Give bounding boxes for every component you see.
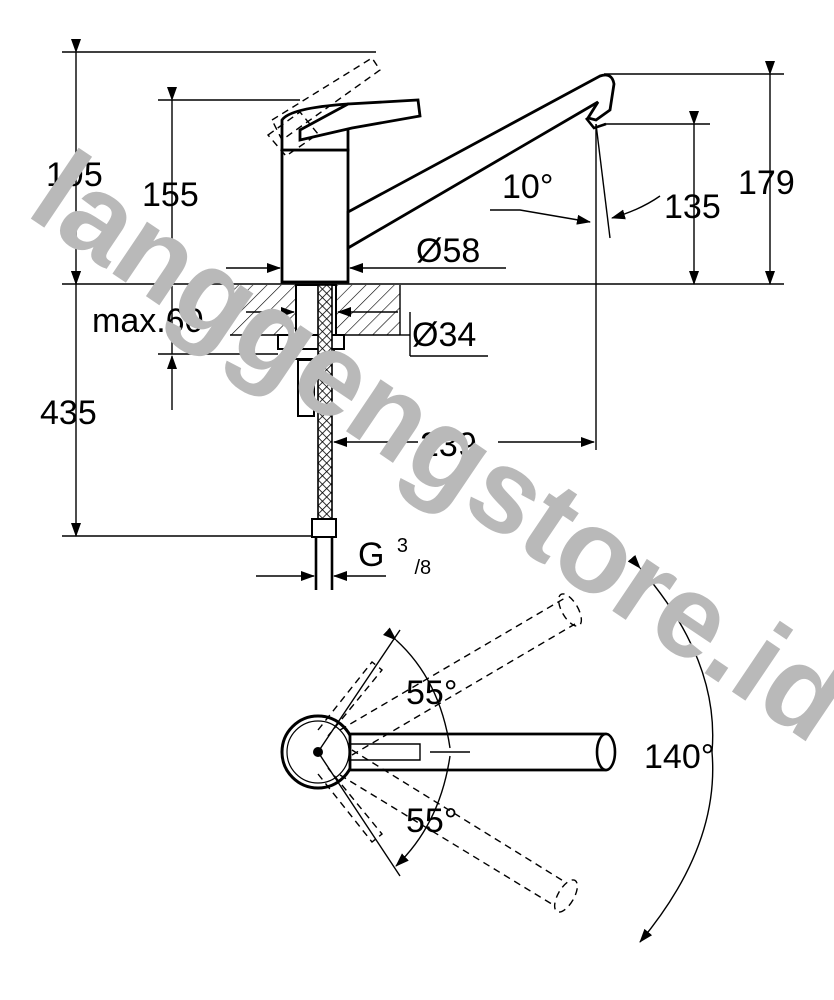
dim-239: 239 xyxy=(420,426,477,464)
lever-raised-outline xyxy=(271,57,381,142)
dim-135: 135 xyxy=(664,188,721,226)
dim-435: 435 xyxy=(40,394,97,432)
spout-top xyxy=(348,732,616,772)
dim-195: 195 xyxy=(46,156,103,194)
faucet-body xyxy=(280,148,350,284)
dim-max-60: max.60 xyxy=(92,302,204,340)
dim-34-diameter: Ø34 xyxy=(412,316,476,354)
angle-55-upper: 55° xyxy=(406,674,457,712)
lever-handle xyxy=(298,98,422,142)
spout xyxy=(346,73,616,251)
side-view xyxy=(62,39,784,590)
dim-155: 155 xyxy=(142,176,199,214)
angle-55-lower: 55° xyxy=(406,802,457,840)
supply-connector xyxy=(297,359,315,417)
dim-10-deg: 10° xyxy=(502,168,553,206)
hose-nut xyxy=(311,518,337,538)
thread-label: G 3 /8 xyxy=(358,535,431,579)
angle-140: 140° xyxy=(644,738,714,776)
plan-view xyxy=(280,554,714,943)
aerator xyxy=(584,117,607,130)
dim-58-diameter: Ø58 xyxy=(416,232,480,270)
dim-179: 179 xyxy=(738,164,795,202)
